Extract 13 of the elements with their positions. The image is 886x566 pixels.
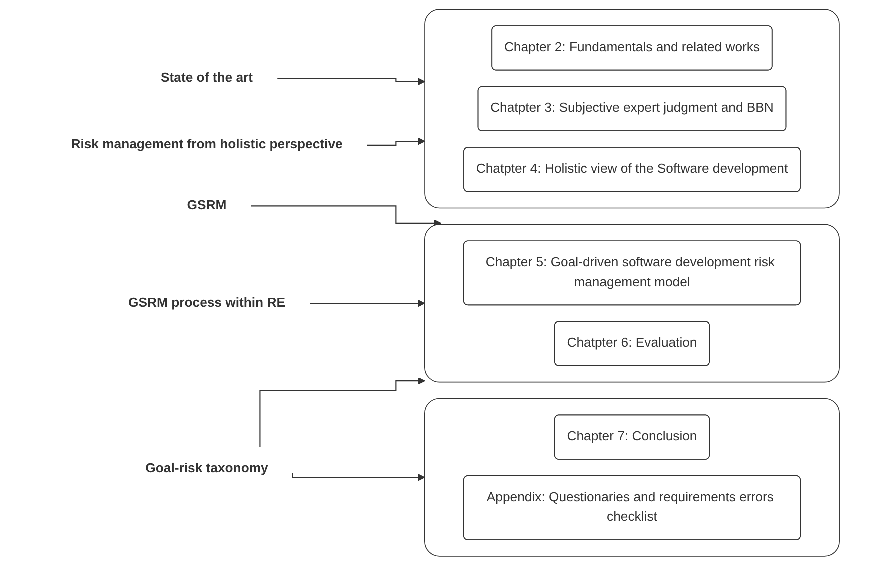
node-text: Risk management from holistic perspective [71, 138, 343, 152]
cluster [424, 9, 840, 209]
node-text: GSRM process within RE [128, 296, 286, 310]
node-text: State of the art [160, 71, 253, 86]
arrow [260, 377, 426, 448]
arrow [310, 300, 426, 308]
node-text: GSRM [187, 198, 227, 213]
arrow [292, 473, 426, 482]
cluster [424, 224, 840, 383]
node-text: Goal-risk taxonomy [146, 462, 268, 476]
arrow [366, 138, 426, 146]
cluster [424, 398, 840, 557]
arrow [277, 78, 426, 86]
